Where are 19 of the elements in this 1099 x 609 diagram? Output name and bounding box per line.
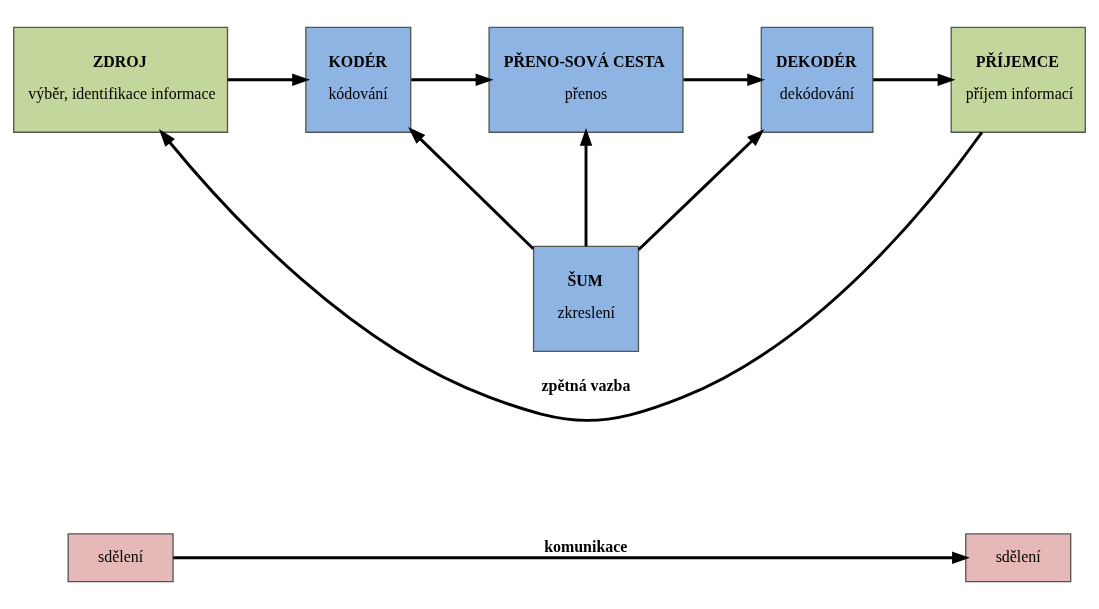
node-box: sdělení [965,533,1072,583]
arrow [408,126,535,250]
node-box: DEKODÉR dekódování [760,26,874,133]
node-box: PŘÍJEMCE příjem informací [950,26,1086,133]
node-box: PŘENO-SOVÁ CESTA přenos [488,26,684,133]
node-box: sdělení [67,533,174,583]
arrow [579,128,593,247]
arrow [683,73,766,86]
arrow [637,129,765,251]
arrow [227,73,311,86]
node-box: KODÉR kódování [305,26,412,133]
arrow [173,551,970,565]
edge-label: komunikace [544,537,628,555]
node-box: ŠUM zkreslení [532,245,640,352]
node-box: ZDROJ výběr, identifikace informace [13,26,229,133]
arrow [158,129,984,422]
arrow [873,73,956,86]
arrow [411,73,494,86]
edge-label: zpětná vazba [541,377,631,395]
